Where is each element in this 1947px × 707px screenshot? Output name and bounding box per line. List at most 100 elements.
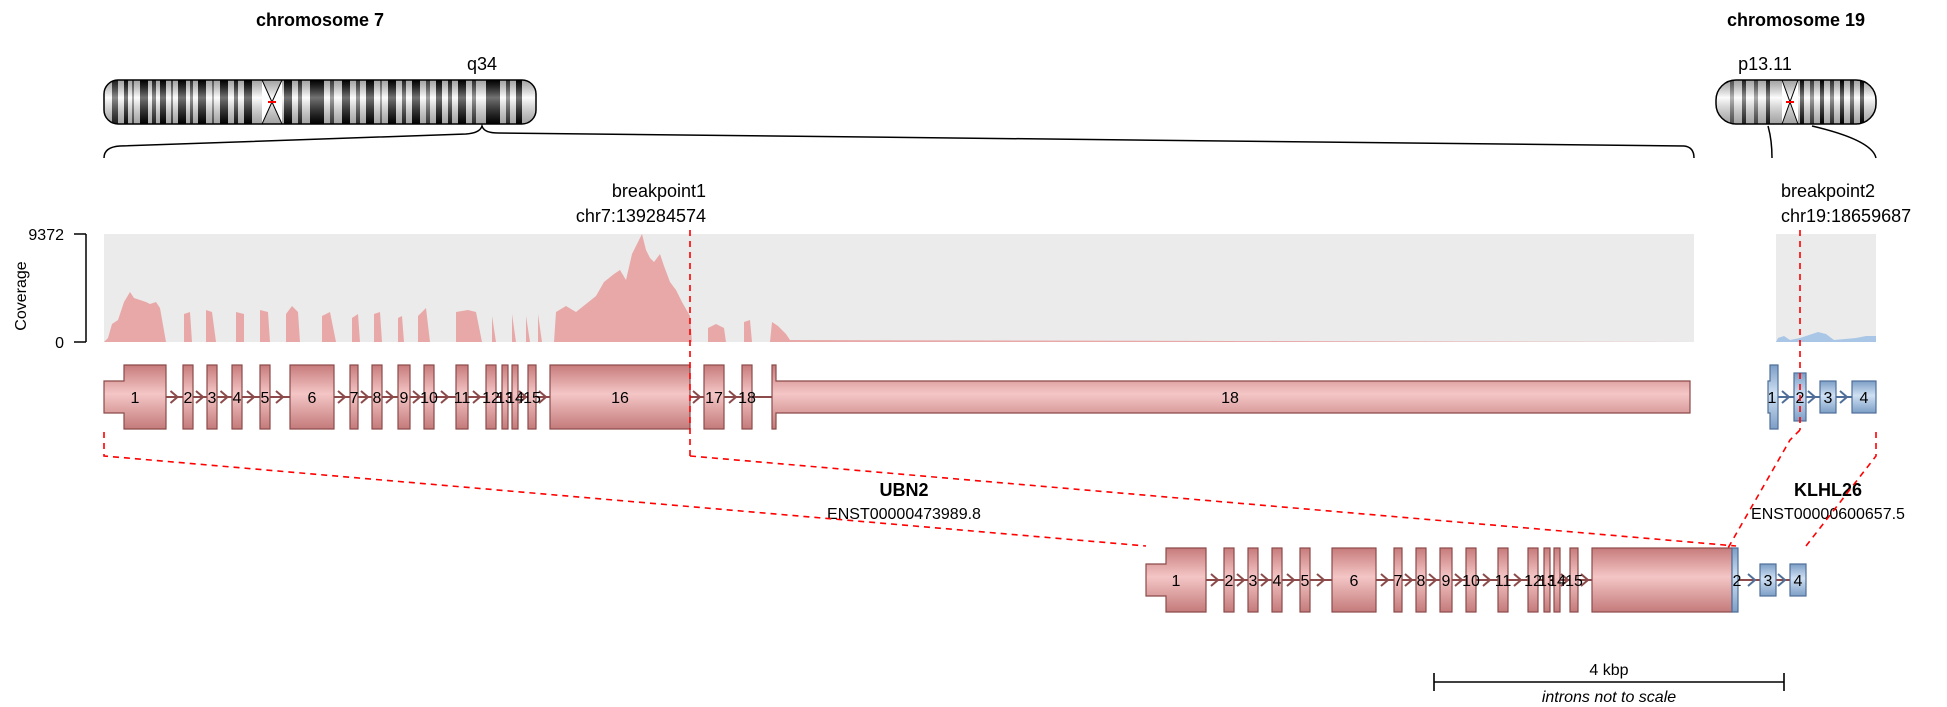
gene1-exon-1 bbox=[103, 364, 167, 430]
gene1-exon-8 bbox=[371, 364, 383, 430]
gene1-exon-18-label: 18 bbox=[1221, 390, 1239, 407]
gene1-exon-8-label: 8 bbox=[373, 390, 382, 407]
breakpoint-lines bbox=[103, 230, 1877, 549]
gene1-exon-9 bbox=[397, 364, 411, 430]
breakpoint2-label: breakpoint2 bbox=[1781, 181, 1875, 201]
gene1-exon-18-label: 18 bbox=[738, 390, 756, 407]
coverage-profile-gene2 bbox=[1776, 332, 1876, 342]
gene1-exon-18 bbox=[741, 364, 753, 430]
gene1-exon-11-label: 11 bbox=[454, 390, 471, 407]
fusion-exon-4 bbox=[1271, 547, 1283, 613]
gene1-exon-6-label: 6 bbox=[308, 390, 317, 407]
fusion-exon-12 bbox=[1527, 547, 1539, 613]
gene1-exon-4 bbox=[231, 364, 243, 430]
gene1-exon-14-label: 14 bbox=[506, 390, 524, 407]
gene1-exon-15 bbox=[527, 364, 537, 430]
gene1-name: UBN2 bbox=[879, 480, 928, 500]
scale-bar bbox=[1433, 673, 1785, 691]
gene1-exon-3-label: 3 bbox=[208, 390, 217, 407]
scale-label: 4 kbp bbox=[1589, 662, 1628, 679]
gene1-exon-13 bbox=[501, 364, 509, 430]
fusion-exon-7 bbox=[1393, 547, 1403, 613]
coverage-max-label: 9372 bbox=[28, 227, 64, 244]
gene1-exon-1-label: 1 bbox=[131, 390, 140, 407]
coverage-axis bbox=[74, 233, 87, 343]
breakpoint2-position: chr19:18659687 bbox=[1781, 206, 1911, 226]
gene1-exon-7 bbox=[349, 364, 359, 430]
fusion-exon-2-label: 2 bbox=[1225, 573, 1234, 590]
fusion-exon-gene2-3 bbox=[1759, 563, 1777, 597]
gene1-exon-12-label: 12 bbox=[482, 390, 500, 407]
breakpoint1-position: chr7:139284574 bbox=[576, 206, 706, 226]
coverage-track-gene2 bbox=[1776, 234, 1876, 342]
fusion-exon-14-label: 14 bbox=[1548, 573, 1566, 590]
gene2-exon-1 bbox=[1767, 364, 1779, 430]
gene2-exon-3-label: 3 bbox=[1824, 390, 1833, 407]
coverage-axis-label: Coverage bbox=[13, 261, 30, 330]
gene1-exon-9-label: 9 bbox=[400, 390, 409, 407]
scale-note: introns not to scale bbox=[1542, 689, 1676, 706]
fusion-exon-14 bbox=[1553, 547, 1561, 613]
zoom-bracket-right bbox=[1767, 125, 1877, 159]
gene1-exon-12 bbox=[485, 364, 497, 430]
gene1-exon-13-label: 13 bbox=[496, 390, 514, 407]
fusion-exon-2 bbox=[1223, 547, 1235, 613]
gene1-exon-10-label: 10 bbox=[420, 390, 438, 407]
fusion-exon-12-label: 12 bbox=[1524, 573, 1542, 590]
breakpoint1-label: breakpoint1 bbox=[612, 181, 706, 201]
gene2-exon-4-label: 4 bbox=[1860, 390, 1869, 407]
fusion-exon-13-label: 13 bbox=[1538, 573, 1556, 590]
fusion-exon-5-label: 5 bbox=[1301, 573, 1310, 590]
fusion-exon-gene2-2-label: 2 bbox=[1733, 573, 1742, 590]
coverage-track-gene1 bbox=[104, 234, 1694, 342]
coverage-min-label: 0 bbox=[55, 335, 64, 352]
fusion-exon-gene2-2 bbox=[1731, 547, 1739, 613]
fusion-exon-11-label: 11 bbox=[1495, 573, 1512, 590]
fusion-exon-8-label: 8 bbox=[1417, 573, 1426, 590]
band-p13-label: p13.11 bbox=[1738, 54, 1792, 74]
fusion-exon-1-label: 1 bbox=[1172, 573, 1181, 590]
gene2-transcript-id: ENST00000600657.5 bbox=[1751, 506, 1905, 523]
gene1-exon-4-label: 4 bbox=[233, 390, 242, 407]
fusion-exon-15-label: 15 bbox=[1565, 573, 1583, 590]
fusion-exon-11 bbox=[1497, 547, 1509, 613]
fusion-exon-6-label: 6 bbox=[1350, 573, 1359, 590]
fusion-exon-3 bbox=[1247, 547, 1259, 613]
fusion-exon-gene2-4 bbox=[1789, 563, 1807, 597]
fusion-exon-6 bbox=[1331, 547, 1377, 613]
gene2-exon-1-label: 1 bbox=[1768, 390, 1777, 407]
gene2-exon-3 bbox=[1819, 380, 1837, 414]
gene1-exon-17 bbox=[703, 364, 725, 430]
fusion-exon-gene2-3-label: 3 bbox=[1764, 573, 1773, 590]
gene1-exon-7-label: 7 bbox=[350, 390, 359, 407]
coverage-profile-gene1 bbox=[104, 234, 1694, 342]
gene1-exon-15-label: 15 bbox=[523, 390, 541, 407]
gene2-name: KLHL26 bbox=[1794, 480, 1862, 500]
chromosome-7-ideogram bbox=[103, 79, 537, 125]
gene1-exon-3 bbox=[206, 364, 218, 430]
fusion-exon-15 bbox=[1569, 547, 1579, 613]
zoom-bracket-left bbox=[103, 123, 1695, 159]
fusion-exon-3-label: 3 bbox=[1249, 573, 1258, 590]
fusion-exon-5 bbox=[1299, 547, 1311, 613]
chromosome-7-title: chromosome 7 bbox=[256, 10, 384, 30]
fusion-exon-7-label: 7 bbox=[1394, 573, 1403, 590]
gene1-exon-14 bbox=[511, 364, 519, 430]
gene1-exon-2 bbox=[182, 364, 194, 430]
gene1-exon-5-label: 5 bbox=[261, 390, 270, 407]
gene1-exon-17-label: 17 bbox=[705, 390, 723, 407]
gene1-transcript-id: ENST00000473989.8 bbox=[827, 506, 981, 523]
gene1-exon-16-label: 16 bbox=[611, 390, 629, 407]
gene1-exon-5 bbox=[259, 364, 271, 430]
gene1-exon-18 bbox=[771, 364, 1691, 430]
fusion-exon-9 bbox=[1439, 547, 1453, 613]
fusion-exon-undefined bbox=[1591, 547, 1733, 613]
gene2-exon-4 bbox=[1851, 380, 1877, 414]
fusion-exon-9-label: 9 bbox=[1442, 573, 1451, 590]
gene1-exon-6 bbox=[289, 364, 335, 430]
chromosome-19-ideogram bbox=[1715, 79, 1877, 125]
